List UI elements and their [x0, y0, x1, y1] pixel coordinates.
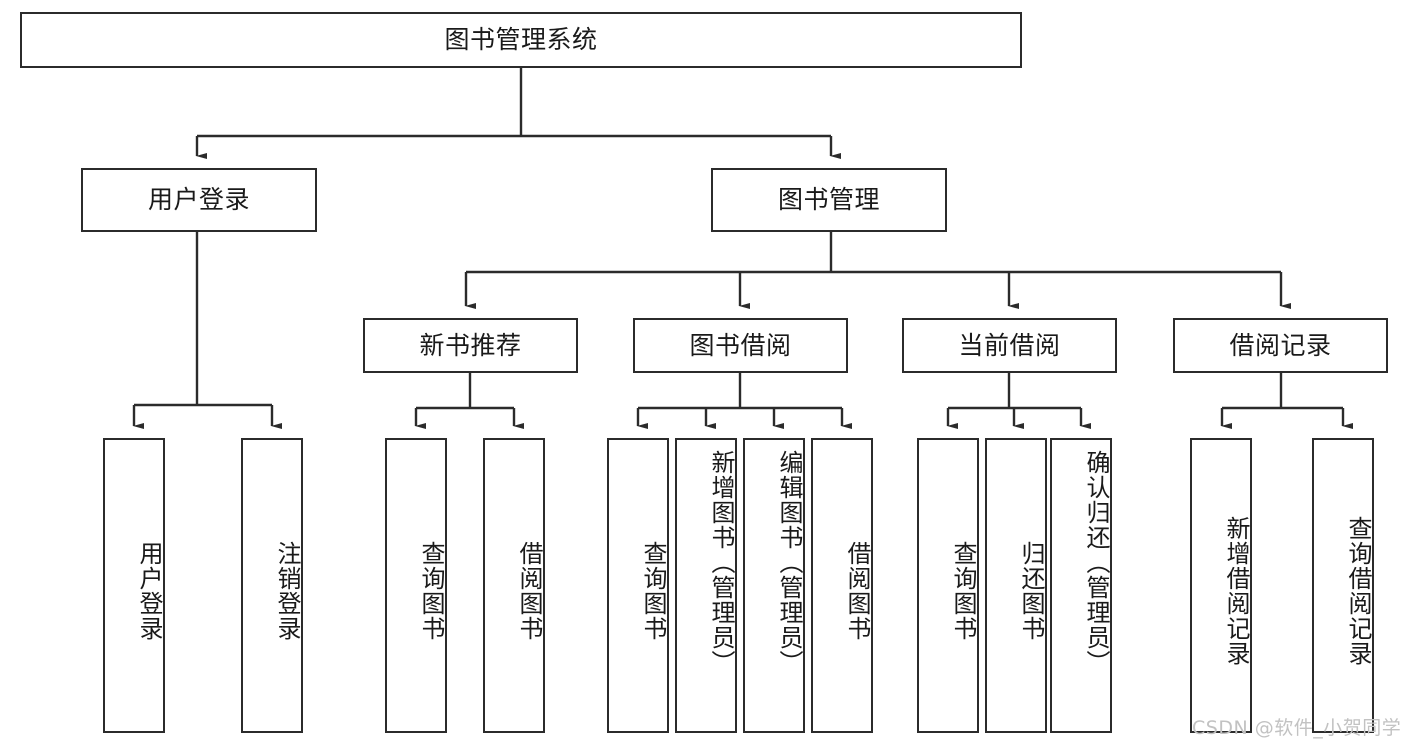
- node-label: 注销登录: [273, 540, 301, 641]
- node-label: 用户登录: [135, 540, 163, 641]
- leaf-borrow-book[interactable]: 借阅图书: [811, 438, 873, 733]
- node-label: 当前借阅: [958, 330, 1061, 360]
- node-label: 用户登录: [147, 185, 250, 215]
- node-label: 查询图书: [949, 540, 977, 641]
- node-label: 图书借阅: [689, 330, 792, 360]
- node-label: 新增借阅记录: [1222, 515, 1250, 666]
- leaf-edit-book-admin[interactable]: 编辑图书（管理员）: [743, 438, 805, 733]
- node-root-book-management-system[interactable]: 图书管理系统: [20, 12, 1022, 68]
- node-label: 归还图书: [1017, 540, 1045, 641]
- node-current-borrow[interactable]: 当前借阅: [902, 318, 1117, 373]
- leaf-query-book-recommend[interactable]: 查询图书: [385, 438, 447, 733]
- node-label: 图书管理系统: [444, 25, 598, 55]
- node-label: 查询借阅记录: [1344, 515, 1372, 666]
- node-label: 借阅图书: [515, 540, 543, 641]
- leaf-borrow-book-recommend[interactable]: 借阅图书: [483, 438, 545, 733]
- node-label: 编辑图书（管理员）: [775, 450, 803, 675]
- leaf-query-book-current[interactable]: 查询图书: [917, 438, 979, 733]
- leaf-user-login[interactable]: 用户登录: [103, 438, 165, 733]
- node-book-borrow[interactable]: 图书借阅: [633, 318, 848, 373]
- node-label: 新增图书（管理员）: [707, 450, 735, 675]
- leaf-add-borrow-record[interactable]: 新增借阅记录: [1190, 438, 1252, 733]
- leaf-add-book-admin[interactable]: 新增图书（管理员）: [675, 438, 737, 733]
- leaf-return-book[interactable]: 归还图书: [985, 438, 1047, 733]
- node-label: 新书推荐: [419, 330, 522, 360]
- node-label: 图书管理: [777, 185, 880, 215]
- node-label: 借阅记录: [1229, 330, 1332, 360]
- csdn-watermark: CSDN @软件_小贺同学: [1192, 717, 1402, 739]
- leaf-logout[interactable]: 注销登录: [241, 438, 303, 733]
- node-user-login[interactable]: 用户登录: [81, 168, 317, 232]
- leaf-query-book-borrow[interactable]: 查询图书: [607, 438, 669, 733]
- node-borrow-record[interactable]: 借阅记录: [1173, 318, 1388, 373]
- node-label: 借阅图书: [843, 540, 871, 641]
- leaf-query-borrow-record[interactable]: 查询借阅记录: [1312, 438, 1374, 733]
- node-book-management[interactable]: 图书管理: [711, 168, 947, 232]
- node-new-book-recommend[interactable]: 新书推荐: [363, 318, 578, 373]
- node-label: 确认归还（管理员）: [1082, 450, 1110, 675]
- node-label: 查询图书: [417, 540, 445, 641]
- node-label: 查询图书: [639, 540, 667, 641]
- leaf-confirm-return-admin[interactable]: 确认归还（管理员）: [1050, 438, 1112, 733]
